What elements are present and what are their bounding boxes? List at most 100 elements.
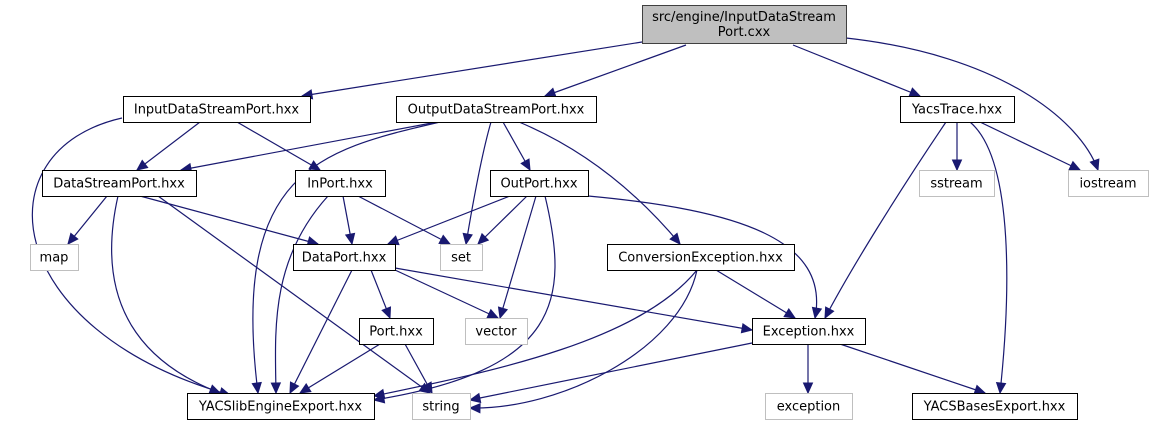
node-box (396, 96, 597, 123)
node-box (752, 318, 866, 345)
edges-layer (31, 37, 1100, 414)
node-label: src/engine/InputDataStream (652, 10, 836, 25)
edge-root-to-InputDataStreamPort (301, 41, 643, 97)
node-box (293, 244, 396, 271)
node-ConversionException[interactable]: ConversionException.hxx (607, 244, 795, 271)
node-sstream[interactable]: sstream (919, 170, 995, 197)
edge-Exception-to-YACSBasesExport (839, 343, 986, 394)
edge-OutputDataStreamPort-to-YACSlibEngineExport (252, 121, 441, 394)
node-map[interactable]: map (30, 244, 79, 271)
node-exception[interactable]: exception (765, 393, 853, 420)
node-label: Port.cxx (718, 25, 771, 40)
node-label: YACSBasesExport.hxx (923, 400, 1066, 415)
arrowhead-icon (381, 306, 392, 320)
edge-InPort-to-set (357, 195, 451, 245)
edge-YacsTrace-to-iostream (979, 121, 1081, 171)
node-DataPort[interactable]: DataPort.hxx (293, 244, 396, 271)
arrowhead-icon (468, 392, 482, 404)
arrowhead-icon (289, 381, 300, 395)
node-box (295, 170, 386, 197)
node-label: iostream (1079, 177, 1136, 192)
edge-YacsTrace-to-Exception (824, 121, 947, 319)
edge-root-to-OutputDataStreamPort (544, 44, 687, 97)
edge-OutPort-to-set (477, 195, 528, 245)
edge-OutPort-to-vector (499, 195, 537, 319)
edge-Port-to-YACSlibEngineExport (299, 343, 381, 394)
arrowhead-icon (468, 402, 481, 414)
edge-DataPort-to-vector (394, 269, 499, 319)
arrowhead-icon (973, 384, 987, 395)
node-OutPort[interactable]: OutPort.hxx (490, 170, 589, 197)
node-label: OutputDataStreamPort.hxx (408, 103, 585, 118)
edge-OutPort-to-Exception (587, 195, 818, 319)
edge-DataStreamPort-to-DataPort (139, 195, 319, 245)
edge-DataPort-to-YACSlibEngineExport (289, 269, 353, 394)
node-label: ConversionException.hxx (618, 251, 783, 266)
node-box (42, 170, 197, 197)
node-YacsTrace[interactable]: YacsTrace.hxx (900, 96, 1015, 123)
node-box (465, 318, 528, 345)
arrowhead-icon (344, 232, 356, 246)
node-InputDataStreamPort[interactable]: InputDataStreamPort.hxx (123, 96, 311, 123)
arrowhead-icon (372, 388, 386, 400)
edge-OutPort-to-YACSlibEngineExport (373, 195, 556, 401)
node-iostream[interactable]: iostream (1068, 170, 1149, 197)
node-InPort[interactable]: InPort.hxx (295, 170, 386, 197)
node-Exception[interactable]: Exception.hxx (752, 318, 866, 345)
arrowhead-icon (669, 232, 681, 245)
node-vector[interactable]: vector (465, 318, 528, 345)
arrowhead-icon (270, 382, 282, 395)
node-label: Port.hxx (369, 325, 423, 340)
arrowhead-icon (811, 306, 823, 320)
node-label: DataPort.hxx (302, 251, 387, 266)
edge-root-to-YacsTrace (792, 44, 921, 97)
arrowhead-icon (136, 159, 149, 171)
arrowhead-icon (208, 384, 222, 395)
node-label: exception (777, 400, 841, 415)
arrowhead-icon (824, 306, 835, 320)
edge-DataStreamPort-to-YACSlibEngineExport (111, 195, 221, 394)
node-box (919, 170, 995, 197)
node-root[interactable]: src/engine/InputDataStreamPort.cxx (642, 5, 847, 44)
arrowhead-icon (386, 235, 400, 246)
node-string[interactable]: string (412, 393, 471, 420)
node-label: Exception.hxx (763, 325, 855, 340)
arrowhead-icon (543, 87, 557, 98)
node-box (123, 96, 311, 123)
arrowhead-icon (67, 232, 79, 245)
node-label: YACSlibEngineExport.hxx (198, 400, 363, 415)
node-label: InPort.hxx (307, 177, 373, 192)
edge-DataPort-to-Exception (394, 267, 753, 331)
arrowhead-icon (486, 308, 500, 319)
node-Port[interactable]: Port.hxx (359, 318, 434, 345)
node-label: sstream (930, 177, 982, 192)
node-box (30, 244, 79, 271)
edge-OutputDataStreamPort-to-set (465, 121, 492, 245)
node-box (187, 393, 375, 420)
edge-OutPort-to-DataPort (387, 195, 511, 245)
arrowhead-icon (497, 306, 509, 320)
node-label: string (422, 400, 459, 415)
edge-root-to-iostream (845, 37, 1099, 171)
node-set[interactable]: set (440, 244, 483, 271)
edge-OutputDataStreamPort-to-DataStreamPort (180, 121, 438, 171)
edge-DataStreamPort-to-string (157, 195, 431, 394)
edge-OutputDataStreamPort-to-ConversionException (518, 121, 681, 245)
arrowhead-icon (438, 234, 452, 245)
arrowhead-icon (520, 158, 531, 172)
nodes-layer: src/engine/InputDataStreamPort.cxxInputD… (30, 5, 1149, 420)
node-label: DataStreamPort.hxx (53, 177, 185, 192)
node-YACSBasesExport[interactable]: YACSBasesExport.hxx (912, 393, 1078, 420)
node-OutputDataStreamPort[interactable]: OutputDataStreamPort.hxx (396, 96, 597, 123)
node-label: InputDataStreamPort.hxx (134, 103, 300, 118)
node-box (412, 393, 471, 420)
node-YACSlibEngineExport[interactable]: YACSlibEngineExport.hxx (187, 393, 375, 420)
node-box (359, 318, 434, 345)
arrowhead-icon (951, 159, 963, 172)
arrowhead-icon (995, 381, 1007, 395)
node-box (1068, 170, 1149, 197)
node-DataStreamPort[interactable]: DataStreamPort.hxx (42, 170, 197, 197)
node-box (912, 393, 1078, 420)
node-label: OutPort.hxx (500, 177, 577, 192)
